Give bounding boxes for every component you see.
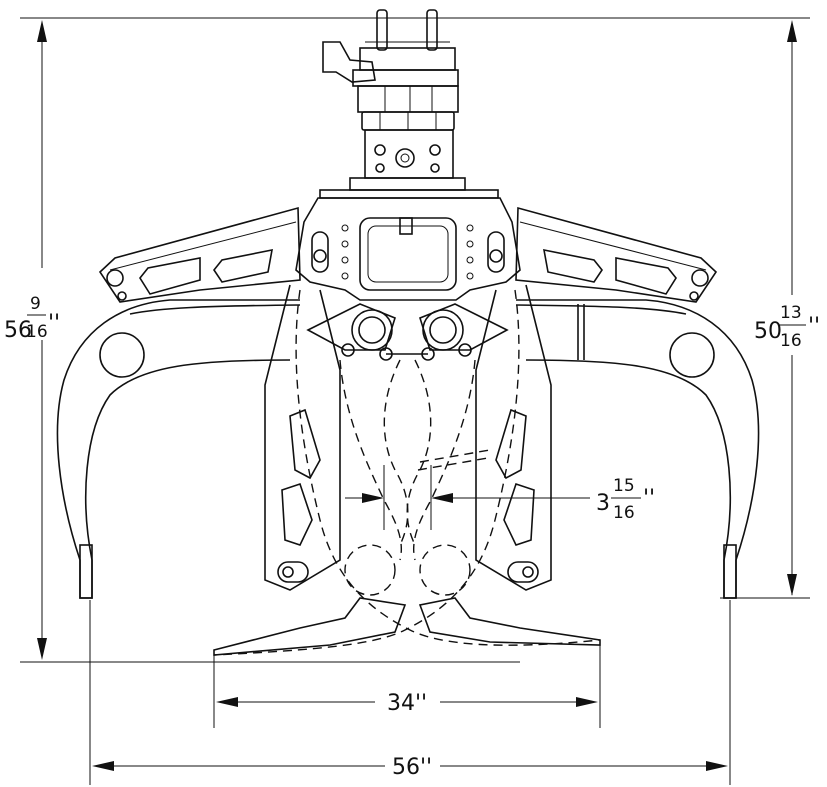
closed-jaws-dashed bbox=[213, 289, 601, 656]
svg-text:16: 16 bbox=[26, 322, 48, 342]
svg-text:'': '' bbox=[643, 486, 655, 511]
dim-closed-width: 34'' bbox=[387, 691, 427, 716]
svg-text:'': '' bbox=[808, 314, 820, 339]
grapple-head bbox=[295, 197, 521, 361]
right-arm-open bbox=[515, 206, 760, 599]
dim-open-width: 56'' bbox=[392, 755, 432, 780]
svg-text:13: 13 bbox=[780, 303, 802, 323]
svg-text:50: 50 bbox=[754, 319, 782, 344]
inner-links bbox=[264, 284, 552, 591]
rotator bbox=[319, 9, 499, 199]
svg-text:56: 56 bbox=[4, 318, 32, 343]
svg-text:3: 3 bbox=[596, 491, 610, 516]
dim-overall-height: 56 9 16 '' bbox=[4, 294, 60, 343]
svg-text:'': '' bbox=[48, 311, 60, 336]
left-arm-open bbox=[56, 206, 301, 599]
svg-text:16: 16 bbox=[613, 503, 635, 523]
tine-tips bbox=[213, 597, 601, 656]
svg-text:9: 9 bbox=[30, 294, 41, 314]
svg-text:16: 16 bbox=[780, 331, 802, 351]
dim-min-opening: 3 15 16 '' bbox=[596, 476, 655, 523]
dimension-lines bbox=[20, 17, 810, 785]
svg-text:15: 15 bbox=[613, 476, 635, 496]
dim-body-height: 50 13 16 '' bbox=[754, 303, 820, 351]
